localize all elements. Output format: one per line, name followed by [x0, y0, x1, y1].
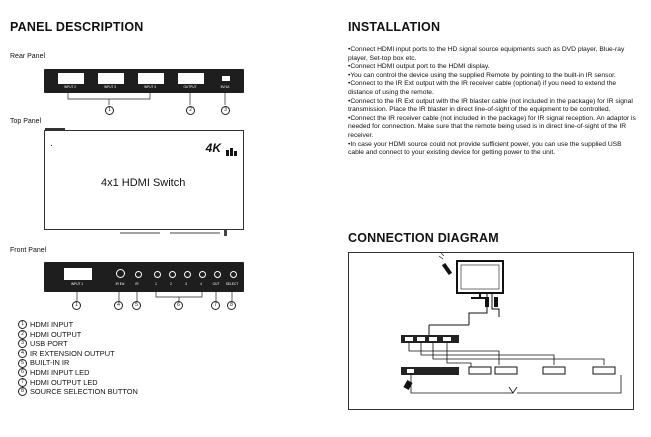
front-port-label: IR Ext: [115, 282, 125, 286]
top-panel-edge: [45, 128, 65, 130]
hdmi-plug-icon: [485, 297, 489, 307]
front-port-label: INPUT 1: [70, 282, 84, 286]
front-port-label: IR: [135, 282, 139, 286]
input-led-3: [184, 271, 191, 278]
installation-item: •Connect HDMI output port to the HDMI di…: [348, 63, 490, 71]
callout-3: 3: [221, 106, 230, 115]
rear-hdmi-input-4: [138, 73, 164, 84]
installation-item: •You can control the device using the su…: [348, 71, 616, 79]
top-panel-label: Top Panel: [10, 118, 42, 125]
callout-1-front: 1: [72, 301, 81, 310]
source-device-icon: [468, 366, 616, 375]
top-panel-title: 4x1 HDMI Switch: [101, 177, 186, 189]
installation-item: •Connect to the IR Ext output with the I…: [348, 97, 633, 114]
top-panel: 4K 4x1 HDMI Switch: [44, 128, 244, 230]
rear-port-label: INPUT 3: [103, 85, 117, 89]
rear-hdmi-input-3: [98, 73, 124, 84]
callout-2: 2: [186, 106, 195, 115]
front-port-label: 4: [200, 282, 202, 286]
rear-port-label: INPUT 4: [143, 85, 157, 89]
installation-item: •Connect HDMI input ports to the HD sign…: [348, 46, 625, 62]
callout-5: 5: [132, 301, 141, 310]
front-port-label: SELECT: [225, 282, 239, 286]
rear-panel-label: Rear Panel: [10, 53, 46, 60]
usb-plug-icon: [494, 297, 498, 307]
installation-title: INSTALLATION: [348, 20, 441, 34]
rear-usb-port: [222, 76, 230, 81]
switch-rear-icon: [401, 335, 459, 343]
rear-panel: INPUT 2 INPUT 3 INPUT 4 OUTPUT 5V/1A: [44, 69, 244, 93]
input-led-1: [154, 271, 161, 278]
front-callout-lines: [76, 292, 233, 302]
rear-hdmi-output: [178, 73, 204, 84]
ir-receiver-icon: [403, 380, 413, 390]
ir-ext-jack: [116, 269, 125, 278]
callout-6: 6: [174, 301, 183, 310]
select-button: [230, 271, 237, 278]
callout-8: 8: [227, 301, 236, 310]
hdr-logo-icon: [225, 143, 237, 156]
output-led: [214, 271, 221, 278]
installation-item: •Connect the IR receiver cable (not incl…: [348, 114, 636, 139]
rear-port-label: OUTPUT: [183, 85, 197, 89]
switch-front-icon: [401, 367, 459, 375]
front-hdmi-input-1: [64, 268, 92, 280]
rear-port-label: 5V/1A: [220, 85, 230, 89]
tv-icon: [456, 260, 504, 299]
built-in-ir-sensor: [135, 271, 142, 278]
rear-callout-lines: [67, 93, 226, 105]
front-port-label: OUT: [212, 282, 220, 286]
top-panel-bottom-marks: [120, 230, 227, 236]
installation-list: •Connect HDMI input ports to the HD sign…: [348, 46, 638, 158]
connection-diagram: [348, 252, 634, 410]
connection-diagram-drawing: [401, 252, 622, 394]
callout-4: 4: [114, 301, 123, 310]
callout-1-rear: 1: [105, 106, 114, 115]
installation-item: •Connect to the IR Ext output with the I…: [348, 80, 617, 96]
front-port-label: 2: [170, 282, 172, 286]
rear-hdmi-input-2: [58, 73, 84, 84]
front-panel-label: Front Panel: [10, 247, 47, 254]
front-port-label: 1: [155, 282, 157, 286]
panel-description-title: PANEL DESCRIPTION: [10, 20, 144, 34]
input-led-4: [199, 271, 206, 278]
callout-7: 7: [211, 301, 220, 310]
remote-icon: [438, 252, 453, 276]
rear-port-label: INPUT 2: [63, 85, 77, 89]
4k-badge: 4K: [205, 141, 221, 155]
connection-diagram-title: CONNECTION DIAGRAM: [348, 231, 499, 245]
input-led-2: [169, 271, 176, 278]
ir-window-dot: [51, 145, 52, 146]
front-panel: INPUT 1 IR Ext IR 1 2 3 4 OUT SELECT: [44, 262, 244, 292]
front-port-label: 3: [185, 282, 187, 286]
installation-item: •In case your HDMI source could not prov…: [348, 140, 622, 157]
